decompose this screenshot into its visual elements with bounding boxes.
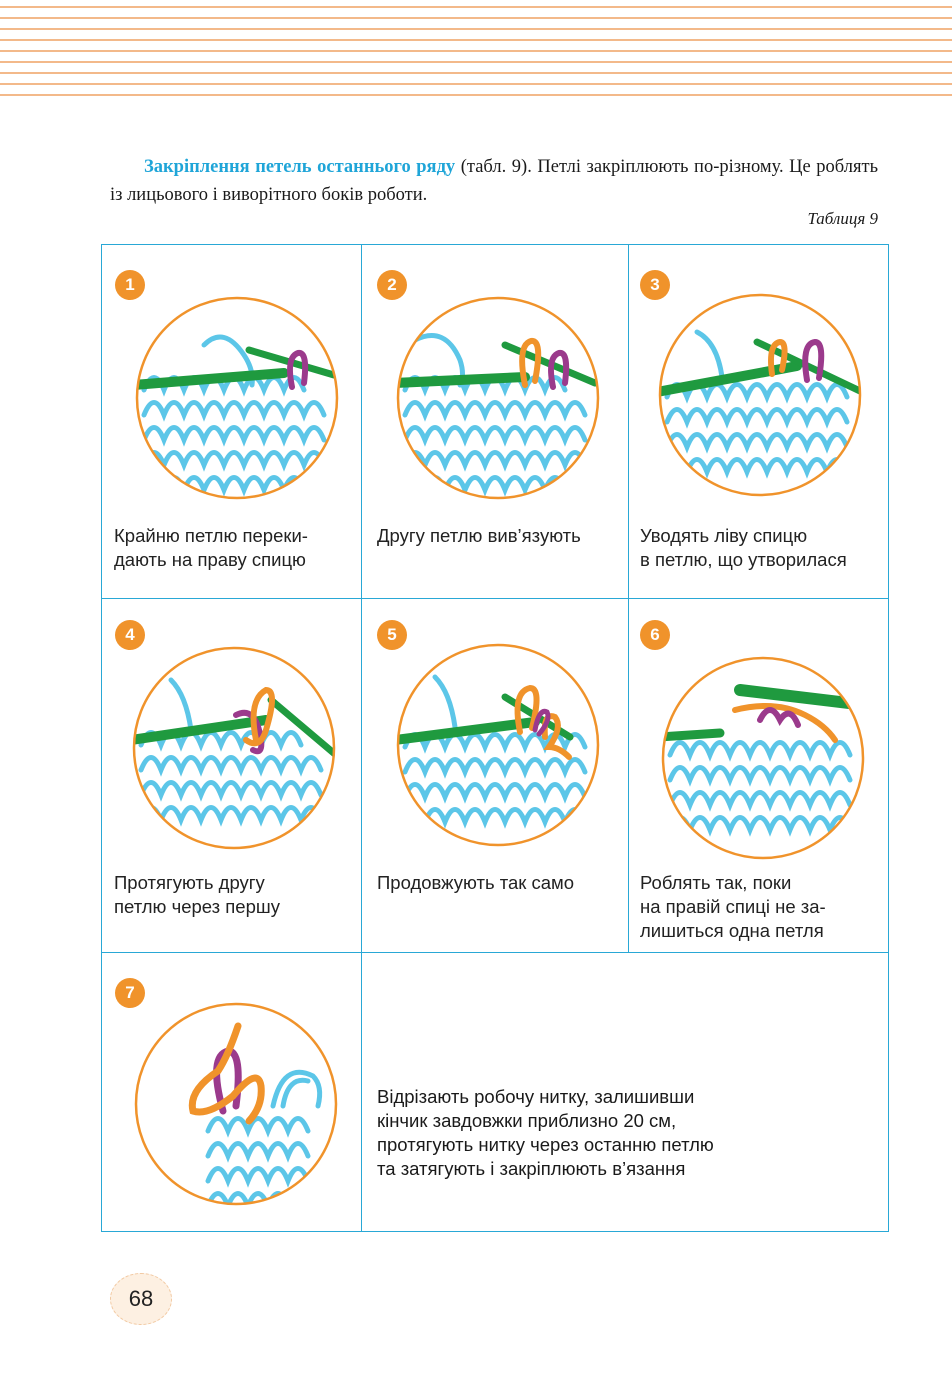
step-badge-4: 4: [115, 620, 145, 650]
step-cell-5: [362, 599, 629, 953]
step-cell-1: [102, 245, 362, 599]
knitting-illustration-7: [134, 1002, 338, 1206]
intro-paragraph: Закріплення петель останнього ряду (табл…: [110, 153, 878, 209]
step-badge-1: 1: [115, 270, 145, 300]
step-cell-2: [362, 245, 629, 599]
step-caption-3: Уводять ліву спицю в петлю, що утворилас…: [640, 525, 847, 570]
step-badge-6: 6: [640, 620, 670, 650]
knitting-illustration-3: [658, 293, 862, 497]
step-badge-3: 3: [640, 270, 670, 300]
step-badge-2: 2: [377, 270, 407, 300]
steps-table: 1 2 3 4 5 6 7: [101, 244, 889, 1232]
knitting-illustration-4: [132, 646, 336, 850]
step-cell-4: [102, 599, 362, 953]
table-label: Таблиця 9: [807, 209, 878, 228]
final-step-text: Відрізають робочу нитку, залишивши кінчи…: [377, 1086, 714, 1179]
step-caption-4: Протягують другу петлю через першу: [114, 872, 280, 917]
page-number: 68: [110, 1273, 172, 1325]
knitting-illustration-2: [396, 296, 600, 500]
knitting-illustration-5: [396, 643, 600, 847]
step-caption-5: Продовжують так само: [377, 872, 575, 893]
step-caption-1: Крайню петлю переки- дають на праву спиц…: [114, 525, 308, 570]
intro-highlight: Закріплення петель останнього ряду: [144, 157, 456, 177]
step-cell-6: [629, 599, 889, 953]
step-caption-6: Роблять так, поки на правій спиці не за-…: [640, 872, 826, 941]
step-cell-3: [629, 245, 889, 599]
intro-text: (табл. 9). Петлі закріплюють по-різному.…: [110, 157, 879, 205]
step-cell-7: [102, 953, 362, 1232]
knitting-illustration-6: [661, 656, 865, 860]
step-badge-7: 7: [115, 978, 145, 1008]
knitting-illustration-1: [135, 296, 339, 500]
step-badge-5: 5: [377, 620, 407, 650]
header-stripes: [0, 0, 952, 100]
step-caption-2: Другу петлю вив’язують: [377, 525, 581, 546]
